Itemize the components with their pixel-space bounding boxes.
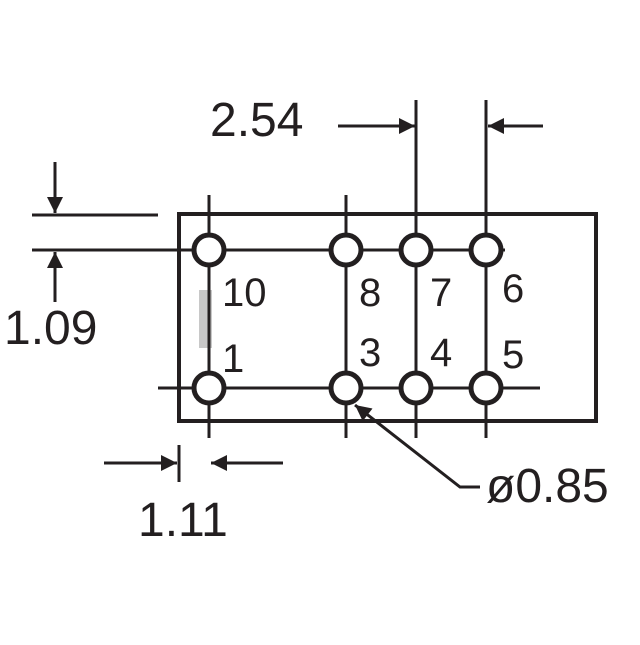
pin-label-10: 10 <box>222 271 267 315</box>
package-outline <box>177 212 598 423</box>
pin-label-1: 1 <box>222 337 244 381</box>
pin-label-3: 3 <box>359 331 381 375</box>
hole-pin-1 <box>191 370 227 406</box>
hole-pin-8 <box>328 232 364 268</box>
diameter-leader <box>354 403 480 489</box>
edge-offset-label: 1.11 <box>138 494 228 547</box>
edge-offset-arrows <box>104 445 283 482</box>
pitch-label: 2.54 <box>210 94 303 147</box>
hole-pin-10 <box>191 232 227 268</box>
pin-label-5: 5 <box>502 333 524 377</box>
hole-diameter-label: ø0.85 <box>486 460 609 513</box>
pin-holes <box>191 232 504 406</box>
hole-pin-7 <box>398 232 434 268</box>
horizontal-centerlines <box>32 213 540 390</box>
row-offset-label: 1.09 <box>4 302 97 355</box>
hole-pin-6 <box>468 232 504 268</box>
pin-label-7: 7 <box>430 271 452 315</box>
pin-label-4: 4 <box>430 331 452 375</box>
hole-pin-4 <box>398 370 434 406</box>
pin-label-6: 6 <box>502 267 524 311</box>
hole-pin-5 <box>468 370 504 406</box>
hole-pin-3 <box>328 370 364 406</box>
pin-label-8: 8 <box>359 271 381 315</box>
